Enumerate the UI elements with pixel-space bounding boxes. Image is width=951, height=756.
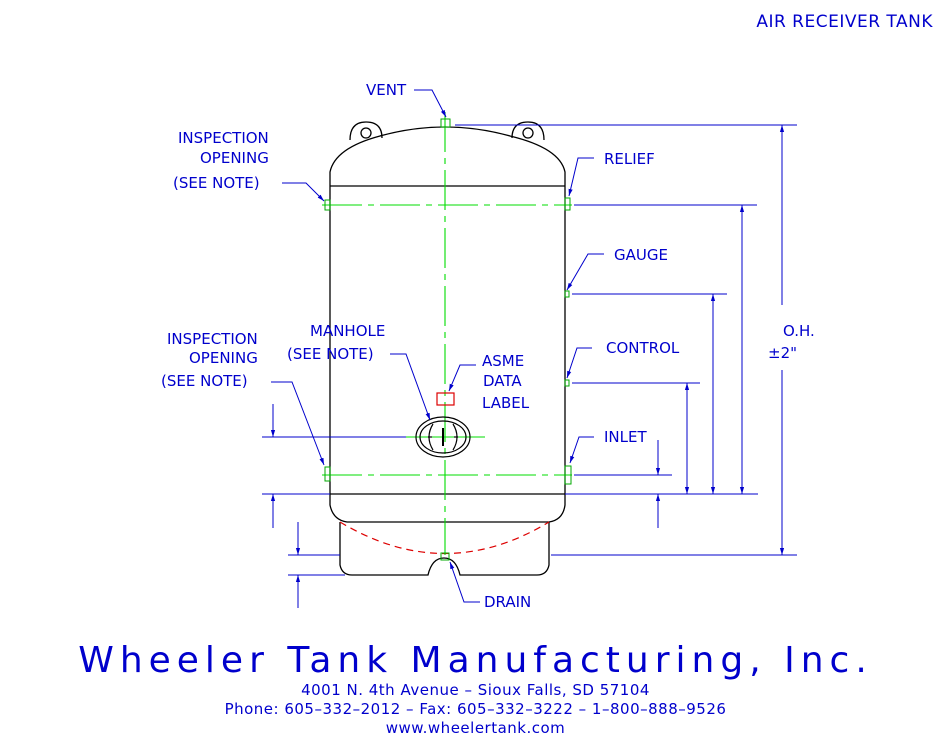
relief-fitting [564,197,571,211]
tank-outline [329,121,566,576]
inspection-bottom-label-2: OPENING [189,349,258,367]
relief-leader [568,157,594,197]
gauge-leader [566,253,604,291]
control-leader [566,347,592,379]
inspection-bottom-leader [271,381,325,466]
inspection-top-leader [282,182,325,202]
overall-height-label-1: O.H. [783,322,815,340]
drain-label: DRAIN [484,593,531,611]
fittings [324,118,572,561]
gauge-label: GAUGE [614,246,668,264]
company-name: Wheeler Tank Manufacturing, Inc. [78,640,873,681]
right-lifting-lug [511,121,545,141]
manhole-leader [390,353,431,421]
company-website[interactable]: www.wheelertank.com [385,719,566,737]
asme-leader [448,364,476,392]
left-lifting-lug [349,121,383,141]
centerlines [322,112,572,555]
inlet-label: INLET [604,428,647,446]
drain-fitting [440,552,450,561]
manhole-label-2: (SEE NOTE) [287,345,374,363]
asme-label-1: ASME [482,352,524,370]
asme-label-2: DATA [483,372,522,390]
right-lug-hole [522,127,534,139]
inspection-bottom-label-3: (SEE NOTE) [161,372,248,390]
vent-leader [414,89,447,118]
bottom-head [329,494,566,523]
overall-height-label-2: ±2" [768,344,797,362]
company-address: 4001 N. 4th Avenue – Sioux Falls, SD 571… [301,681,650,699]
drawing-title: AIR RECEIVER TANK [756,12,933,32]
inspection-top-fitting [324,199,331,211]
inlet-fitting [564,465,572,485]
dimension-lines [262,124,797,608]
relief-label: RELIEF [604,150,655,168]
left-lug-hole [360,127,372,139]
manhole-label-1: MANHOLE [310,322,385,340]
drain-leader [449,561,480,603]
inspection-top-label-2: OPENING [200,149,269,167]
inlet-leader [569,436,594,464]
top-head [329,126,566,186]
company-phone: Phone: 605–332–2012 – Fax: 605–332–3222 … [224,700,727,718]
manhole [415,416,471,458]
inspection-bottom-fitting [324,466,331,482]
asme-data-label-box [436,392,455,406]
inspection-bottom-label-1: INSPECTION [167,330,258,348]
control-label: CONTROL [606,339,680,357]
control-fitting [564,379,570,387]
tank-drawing: VENT INSPECTION OPENING (SEE NOTE) RELIE… [161,81,815,611]
base-skirt [339,522,550,576]
vent-label: VENT [366,81,407,99]
vent-fitting [440,118,451,128]
gauge-fitting [564,290,570,298]
asme-label-3: LABEL [482,394,530,412]
inspection-top-label-1: INSPECTION [178,129,269,147]
inspection-top-label-3: (SEE NOTE) [173,174,260,192]
